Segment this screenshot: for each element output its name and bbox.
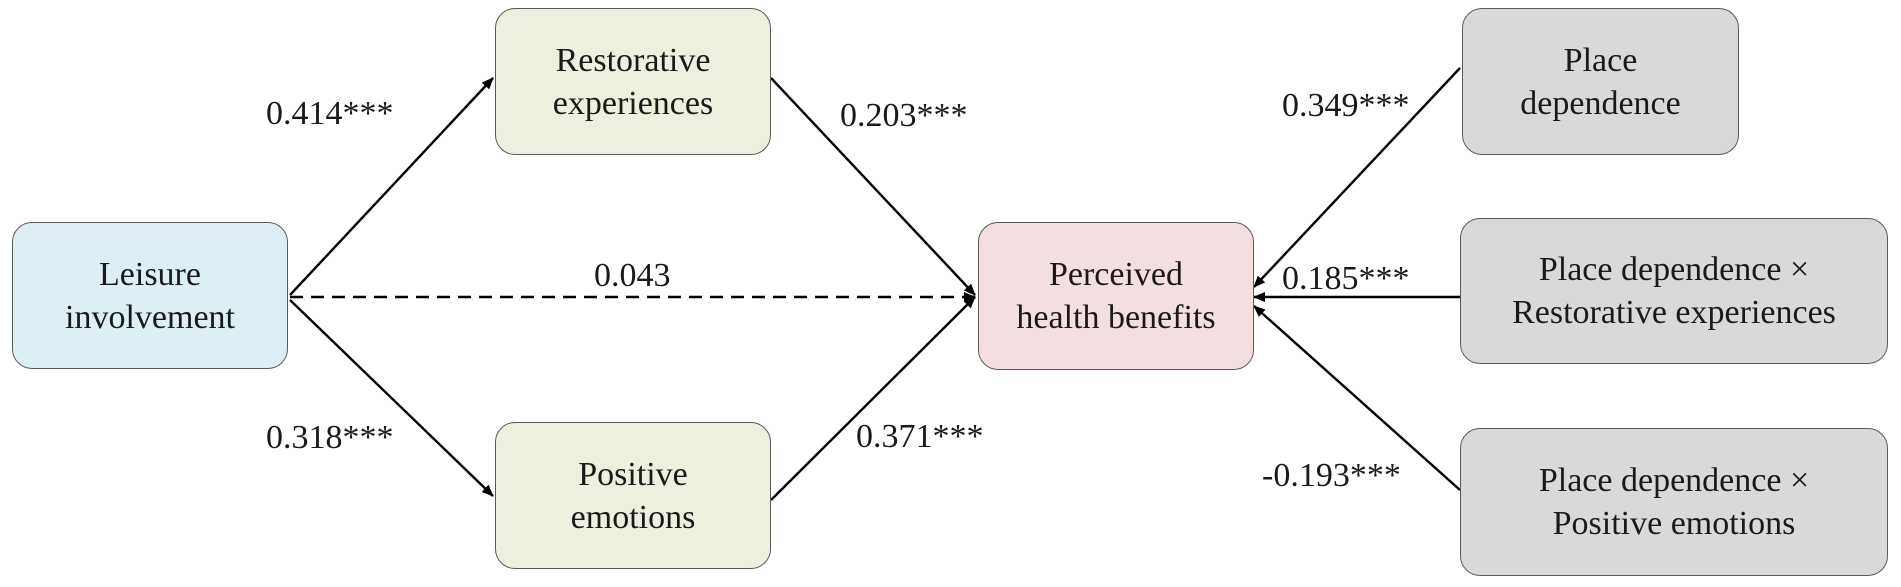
node-leisure-involvement-line2: involvement: [65, 298, 235, 336]
node-positive-emotions-line1: Positive: [578, 455, 688, 493]
arrow-pdpe-to-phb: [1253, 305, 1461, 491]
coef-pdre-to-phb: 0.185***: [1282, 260, 1410, 297]
arrow-re-to-phb: [770, 77, 976, 296]
node-pd-x-positive-line2: Positive emotions: [1552, 505, 1796, 542]
node-pd-x-restorative-line1: Place dependence ×: [1538, 251, 1810, 288]
node-perceived-health-benefits-line1: Perceived: [1048, 256, 1184, 293]
node-place-dependence-line1: Place: [1563, 41, 1638, 79]
node-pd-x-restorative-line2: Restorative experiences: [1512, 294, 1836, 331]
node-pd-x-positive-line1: Place dependence ×: [1538, 462, 1810, 499]
node-perceived-health-benefits: Perceived health benefits: [978, 222, 1254, 370]
node-perceived-health-benefits-line2: health benefits: [1016, 299, 1216, 336]
node-leisure-involvement-line1: Leisure: [99, 255, 201, 293]
node-positive-emotions: Positive emotions: [495, 422, 771, 569]
node-positive-emotions-line2: emotions: [570, 498, 696, 536]
arrow-li-to-re: [289, 77, 494, 296]
coef-li-to-pe: 0.318***: [266, 419, 394, 456]
arrow-pd-to-phb: [1253, 67, 1461, 288]
coef-re-to-phb: 0.203***: [840, 97, 968, 134]
coef-li-to-phb: 0.043: [594, 257, 671, 294]
node-place-dependence-line2: dependence: [1520, 84, 1681, 122]
coef-pdpe-to-phb: -0.193***: [1262, 457, 1401, 494]
node-restorative-experiences: Restorative experiences: [495, 8, 771, 155]
coef-li-to-re: 0.414***: [266, 95, 394, 132]
node-place-dependence-x-restorative: Place dependence × Restorative experienc…: [1460, 218, 1888, 364]
node-place-dependence-x-positive: Place dependence × Positive emotions: [1460, 428, 1888, 576]
arrow-pe-to-phb: [770, 296, 976, 501]
node-place-dependence: Place dependence: [1462, 8, 1739, 155]
coef-pe-to-phb: 0.371***: [856, 418, 984, 455]
node-restorative-experiences-line2: experiences: [552, 84, 714, 122]
node-leisure-involvement: Leisure involvement: [12, 222, 288, 369]
arrow-li-to-pe: [289, 299, 494, 497]
coef-pd-to-phb: 0.349***: [1282, 87, 1410, 124]
node-restorative-experiences-line1: Restorative: [555, 41, 711, 79]
